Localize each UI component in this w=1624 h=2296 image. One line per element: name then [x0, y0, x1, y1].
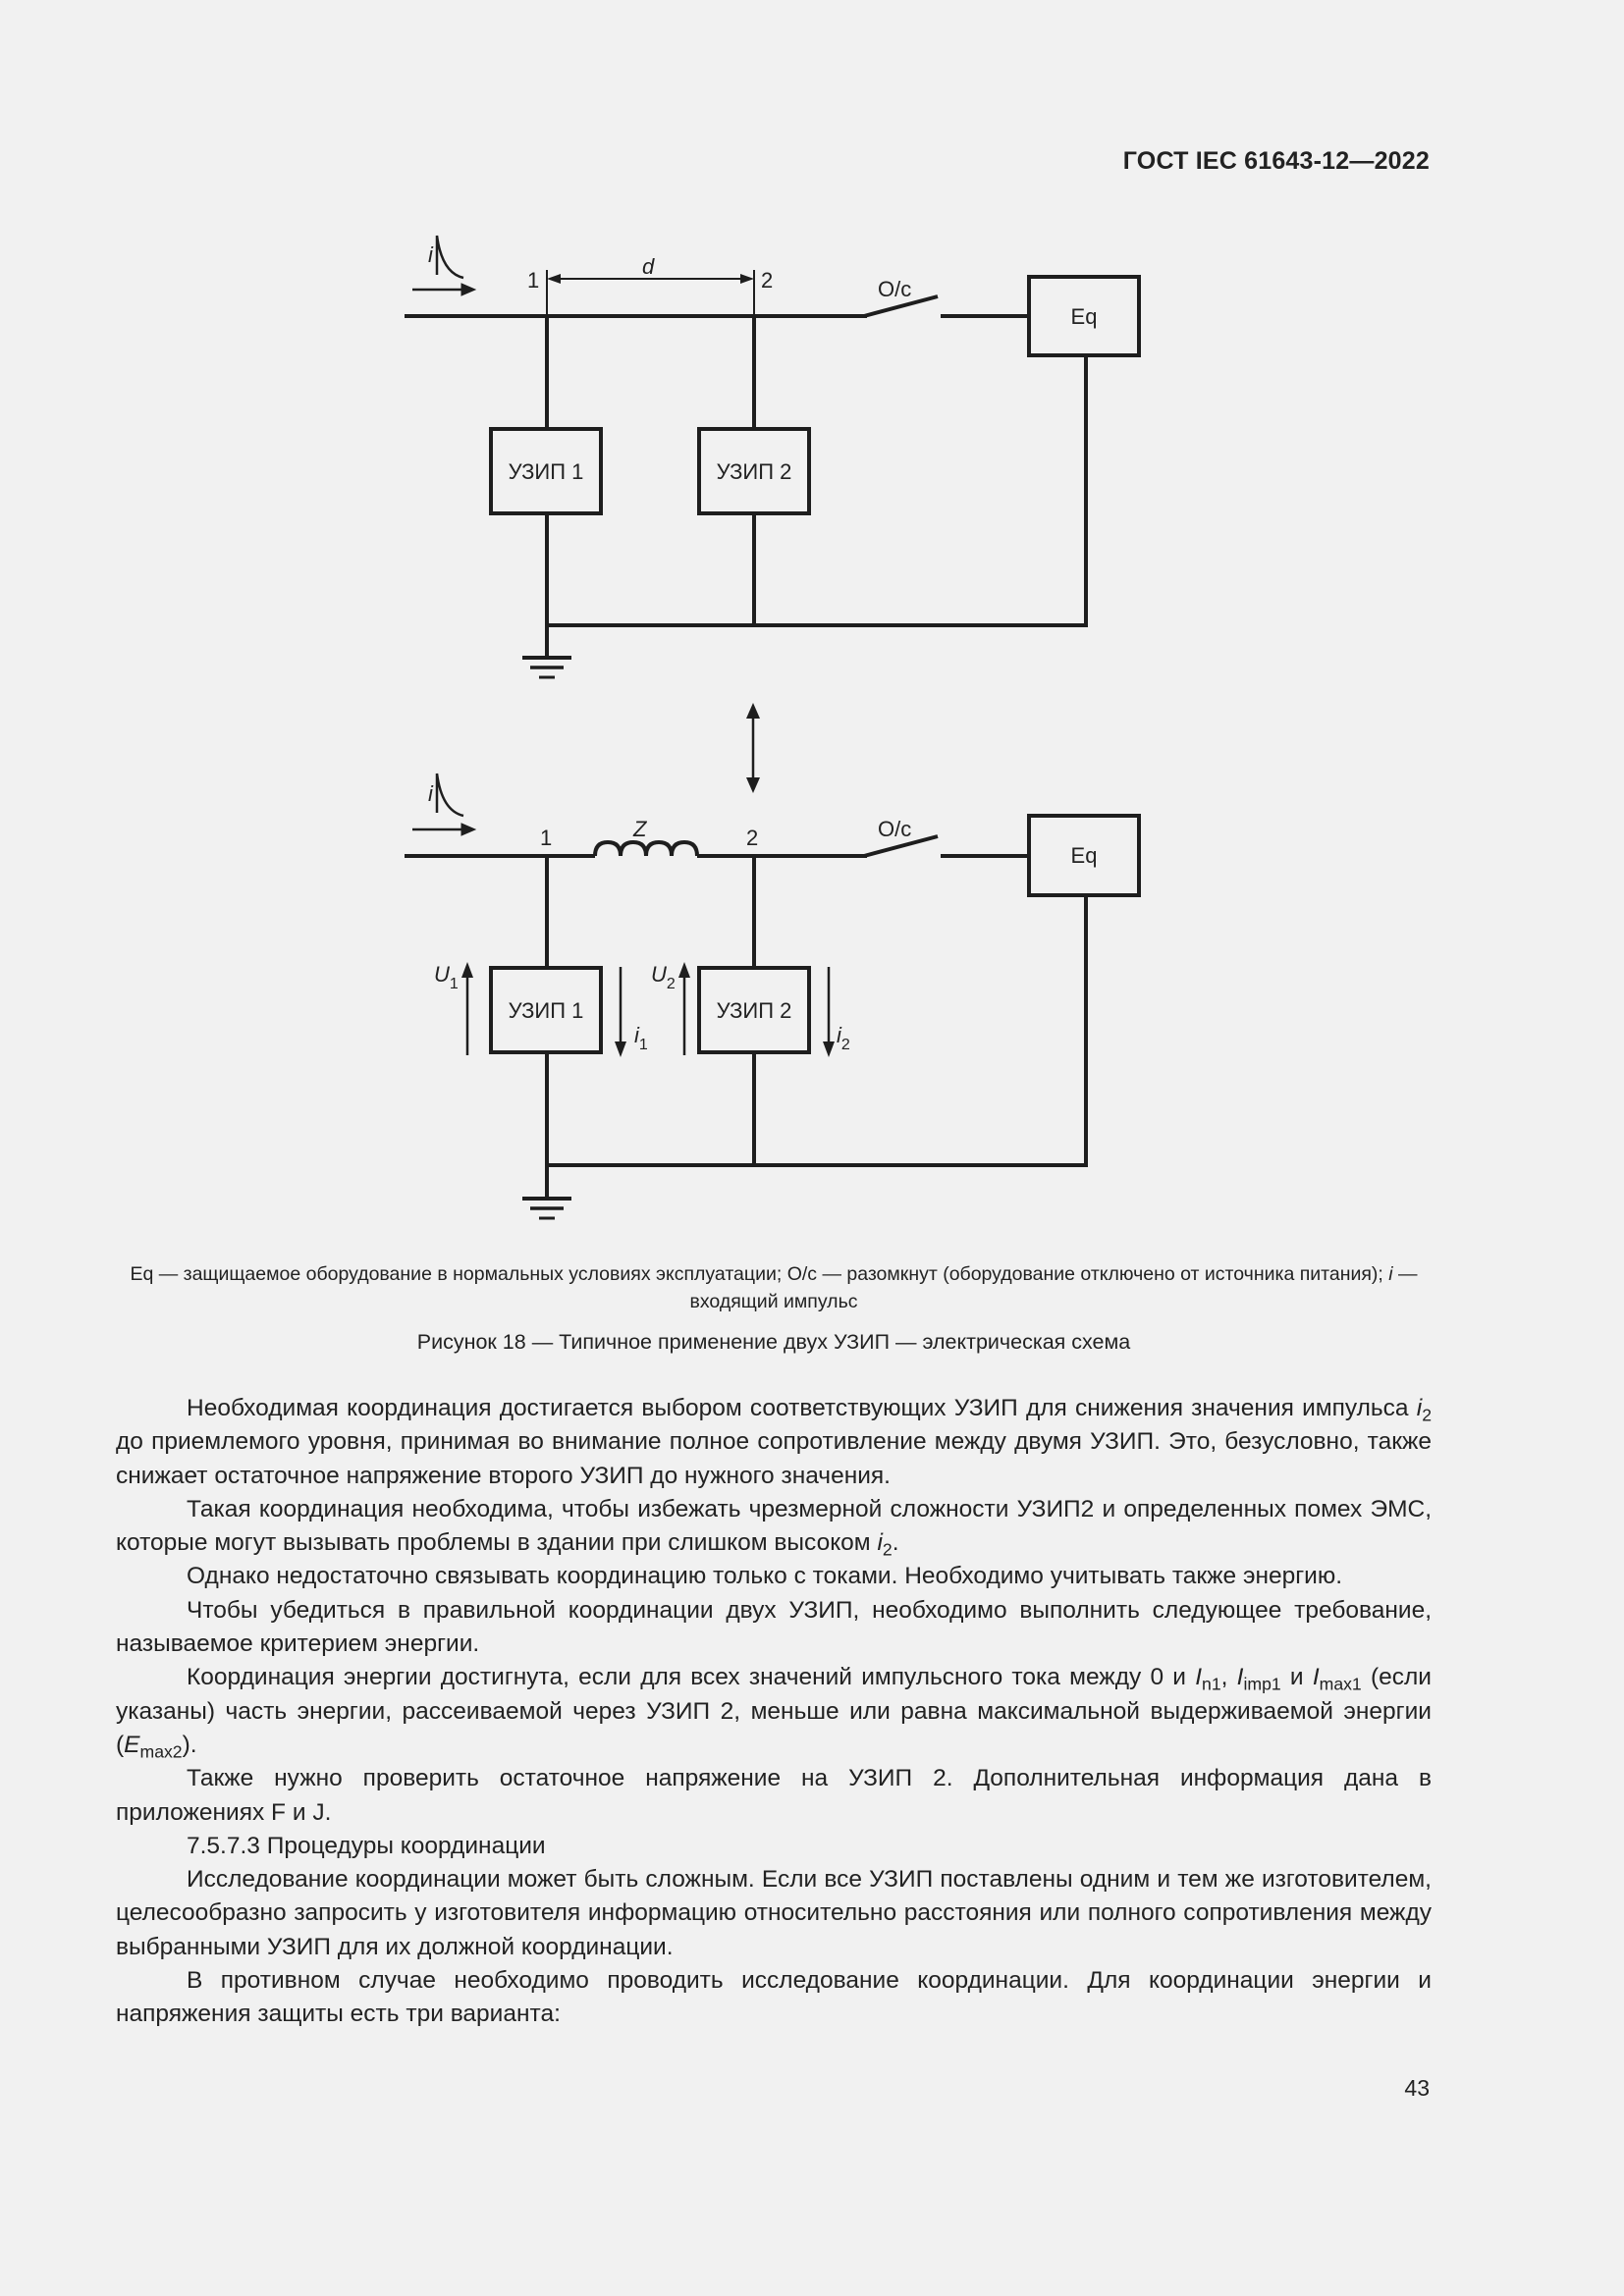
bottom-switch-blade	[863, 834, 939, 858]
paragraph-2: Такая координация необходима, чтобы избе…	[116, 1495, 1432, 1560]
bottom-switch-label: O/c	[878, 817, 911, 841]
top-switch-label: O/c	[878, 277, 911, 301]
top-current-label: i	[428, 242, 434, 267]
paragraph-9: В противном случае необходимо проводить …	[116, 1967, 1432, 2028]
paragraph-3: Однако недостаточно связывать координаци…	[187, 1563, 1343, 1590]
bottom-node1-label: 1	[540, 826, 552, 850]
bottom-ground-icon	[522, 1197, 571, 1220]
top-ground-icon	[522, 656, 571, 679]
u1-label: U1	[434, 962, 459, 992]
paragraph-8: Исследование координации может быть слож…	[116, 1866, 1432, 1960]
document-header: ГОСТ IEC 61643-12—2022	[1122, 147, 1430, 175]
legend-text-end: — входящий импульс	[689, 1263, 1418, 1312]
bottom-node2-label: 2	[746, 826, 758, 850]
i2-label: i2	[837, 1023, 850, 1053]
top-spd1-label: УЗИП 1	[509, 459, 584, 484]
i1-label: i1	[634, 1023, 648, 1053]
u2-label: U2	[651, 962, 676, 992]
paragraph-5: Координация энергии достигнута, если для…	[116, 1664, 1432, 1762]
page-number: 43	[1404, 2075, 1430, 2101]
figure-caption: Рисунок 18 — Типичное применение двух УЗ…	[416, 1330, 1131, 1354]
top-distance-label: d	[642, 254, 655, 279]
bottom-circuit	[405, 773, 1141, 1220]
bottom-eq-label: Eq	[1071, 843, 1098, 868]
bottom-impedance-label: Z	[632, 817, 648, 841]
body-text: Необходимая координация достигается выбо…	[116, 1392, 1432, 2032]
section-heading: 7.5.7.3 Процедуры координации	[187, 1832, 546, 1859]
top-eq-label: Eq	[1071, 304, 1098, 329]
top-spd2-label: УЗИП 2	[717, 459, 792, 484]
circuit-diagram: i 1 d 2 O/c Eq УЗИП 1 УЗИП 2 i 1 Z 2 O/c…	[405, 235, 1141, 1220]
paragraph-6: Также нужно проверить остаточное напряже…	[116, 1765, 1432, 1826]
double-arrow-icon	[746, 703, 760, 793]
top-distance-dimension	[546, 270, 755, 316]
bottom-impulse-icon	[435, 773, 464, 818]
legend-text: Eq — защищаемое оборудование в нормальны…	[130, 1263, 1389, 1285]
top-switch-blade	[863, 294, 939, 318]
legend-i-symbol: i	[1388, 1263, 1393, 1285]
figure-legend: Eq — защищаемое оборудование в нормальны…	[116, 1260, 1432, 1315]
bottom-spd1-label: УЗИП 1	[509, 998, 584, 1023]
top-impulse-icon	[435, 235, 464, 280]
paragraph-4: Чтобы убедиться в правильной координации…	[116, 1596, 1432, 1658]
inductor-coil	[593, 839, 699, 857]
top-circuit	[405, 235, 1141, 679]
paragraph-1: Необходимая координация достигается выбо…	[116, 1395, 1432, 1489]
bottom-current-label: i	[428, 781, 434, 806]
top-node1-label: 1	[527, 268, 539, 293]
bottom-spd2-label: УЗИП 2	[717, 998, 792, 1023]
top-node2-label: 2	[761, 268, 773, 293]
